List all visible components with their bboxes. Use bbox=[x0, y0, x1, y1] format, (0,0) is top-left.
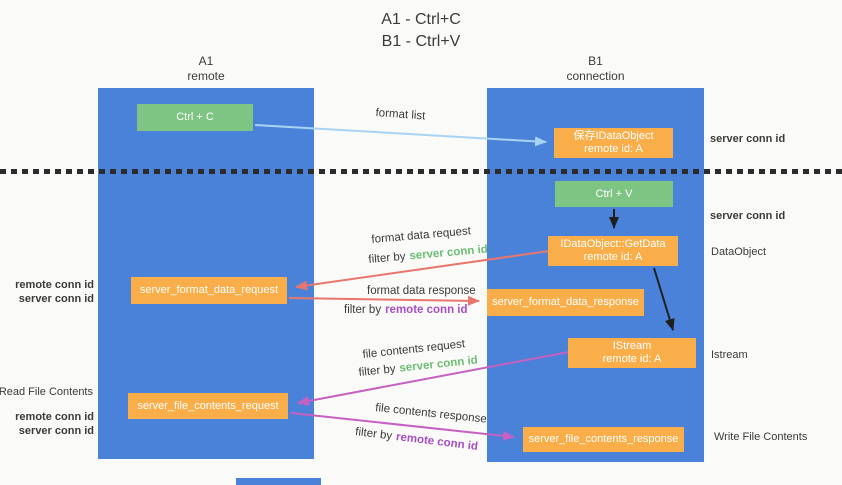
save-idataobject-box: 保存IDataObject remote id: A bbox=[554, 128, 673, 158]
server-conn-id-annotation-top-right: server conn id bbox=[710, 133, 786, 145]
column-a1-name: A1 bbox=[198, 54, 214, 68]
getdata-label: IDataObject::GetData bbox=[560, 238, 666, 250]
server-conn-id-text: server conn id bbox=[398, 354, 479, 375]
file-contents-response-label: file contents response bbox=[374, 402, 488, 426]
server-conn-id-annotation-mid-right: server conn id bbox=[710, 210, 786, 222]
file-response-label: server_file_contents_response bbox=[528, 433, 679, 445]
format-list-label: format list bbox=[375, 107, 426, 123]
server-file-contents-request-box: server_file_contents_request bbox=[128, 393, 288, 419]
idataobject-getdata-box: IDataObject::GetData remote id: A bbox=[548, 236, 678, 266]
read-file-contents-annotation: Read File Contents bbox=[0, 386, 93, 398]
ctrl-v-label: Ctrl + V bbox=[595, 187, 633, 200]
istream-label: IStream bbox=[612, 340, 652, 352]
server-conn-id-text: server conn id bbox=[408, 243, 489, 263]
format-response-label: server_format_data_response bbox=[492, 296, 639, 308]
save-idataobject-remote-id: remote id: A bbox=[584, 143, 643, 155]
ctrl-c-box: Ctrl + C bbox=[137, 104, 253, 131]
remote-conn-id-text: remote conn id bbox=[395, 431, 479, 453]
server-format-data-response-box: server_format_data_response bbox=[487, 289, 644, 316]
istream-box: IStream remote id: A bbox=[568, 338, 696, 368]
column-b1-name: B1 bbox=[588, 54, 603, 68]
format-data-response-arrow bbox=[288, 295, 480, 306]
ctrl-c-label: Ctrl + C bbox=[176, 111, 214, 123]
format-data-response-label: format data response bbox=[367, 285, 476, 297]
remote-conn-id-annotation-top-left: remote conn id bbox=[15, 279, 94, 291]
filter-by-text: filter by bbox=[358, 363, 397, 379]
server-file-contents-response-box: server_file_contents_response bbox=[523, 427, 684, 452]
server-conn-id-annotation-bottom-left: server conn id bbox=[18, 425, 94, 437]
istream-annotation: Istream bbox=[711, 349, 748, 361]
column-header-b1: B1 connection bbox=[487, 54, 704, 84]
save-idataobject-label: 保存IDataObject bbox=[573, 130, 654, 142]
server-conn-id-annotation-top-left: server conn id bbox=[18, 293, 94, 305]
dashed-divider bbox=[0, 169, 842, 174]
remote-conn-id-text: remote conn id bbox=[385, 304, 468, 316]
format-request-label: server_format_data_request bbox=[139, 284, 279, 296]
column-b1-subtitle: connection bbox=[566, 69, 625, 83]
bottom-scroll-fragment bbox=[236, 478, 321, 485]
diagram-title: A1 - Ctrl+C B1 - Ctrl+V bbox=[0, 9, 842, 53]
istream-remote-id: remote id: A bbox=[602, 353, 662, 365]
file-request-label: server_file_contents_request bbox=[137, 399, 279, 412]
column-a1-subtitle: remote bbox=[187, 69, 225, 83]
format-data-request-label: format data request bbox=[371, 225, 472, 246]
ctrl-v-box: Ctrl + V bbox=[555, 181, 673, 207]
getdata-remote-id: remote id: A bbox=[583, 251, 643, 263]
filter-by-text: filter by bbox=[368, 250, 406, 266]
title-line-1: A1 - Ctrl+C bbox=[381, 11, 461, 28]
column-header-a1: A1 remote bbox=[98, 54, 314, 84]
server-format-data-request-box: server_format_data_request bbox=[131, 277, 287, 304]
dataobject-annotation: DataObject bbox=[711, 246, 767, 258]
filter-by-text: filter by bbox=[344, 304, 382, 316]
write-file-contents-annotation: Write File Contents bbox=[714, 431, 808, 443]
title-line-2: B1 - Ctrl+V bbox=[381, 33, 461, 50]
remote-conn-id-annotation-bottom-left: remote conn id bbox=[15, 411, 94, 423]
filter-by-text: filter by bbox=[354, 426, 393, 443]
